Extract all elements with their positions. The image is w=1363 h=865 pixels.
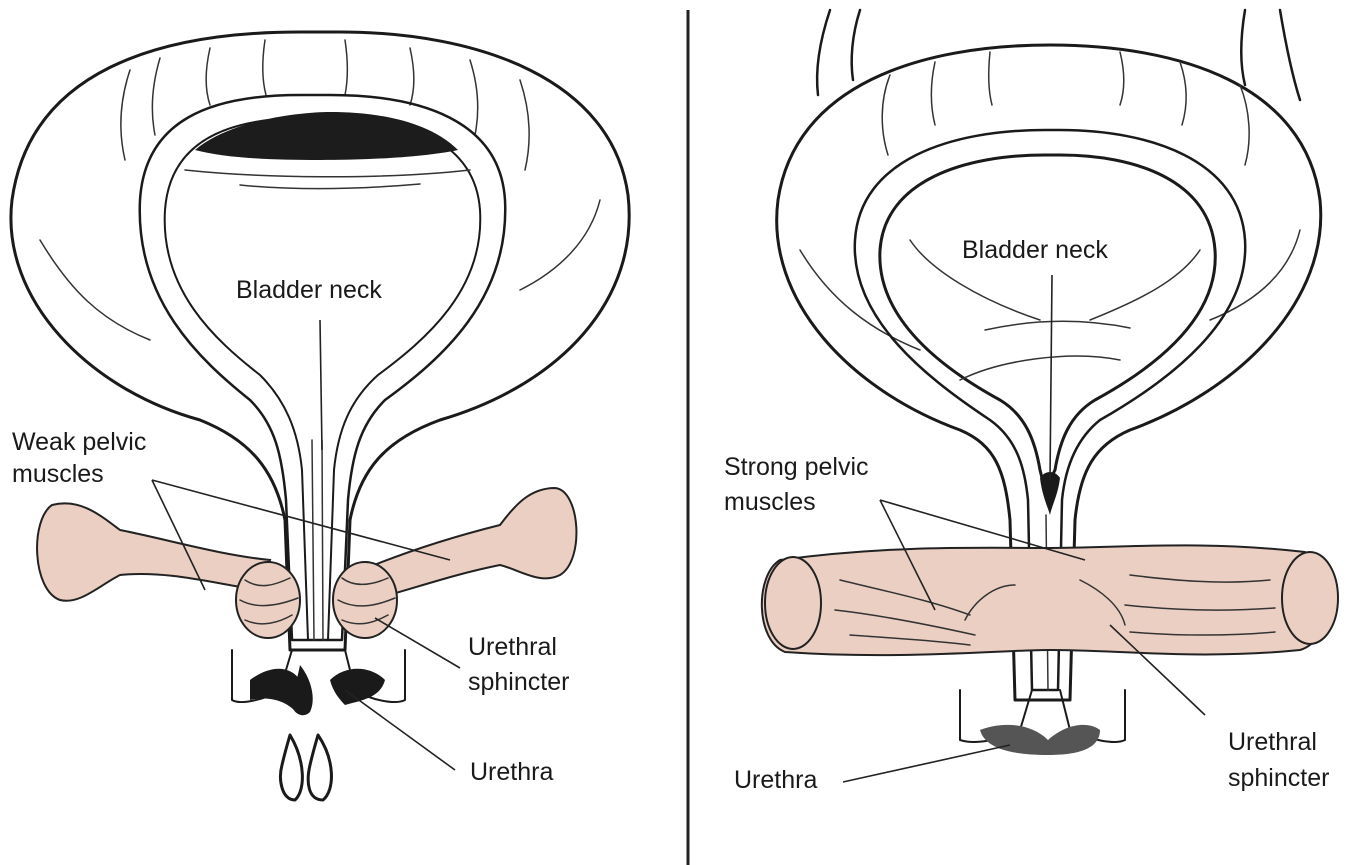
left-fold-6 — [410, 48, 414, 105]
left-bladder-neck-label: Bladder neck — [236, 276, 382, 304]
right-panel: Bladder neck Strong pelvic muscles Ureth… — [724, 10, 1338, 794]
left-urine-pool — [195, 112, 458, 160]
left-pelvic-label-line2: muscles — [12, 460, 104, 488]
left-sphincter-label-line2: sphincter — [468, 668, 569, 696]
left-fold-8 — [520, 80, 529, 170]
left-leak-drop-1 — [292, 665, 313, 715]
left-bladder-neck-leader — [320, 320, 322, 450]
right-fold-7 — [800, 250, 920, 350]
right-lumen-fold-3 — [960, 356, 1120, 380]
right-sphincter-label-line2: sphincter — [1228, 764, 1329, 792]
right-ureter-right-outer — [1280, 10, 1300, 100]
left-sphincter-leader — [375, 618, 460, 668]
left-fold-3 — [206, 48, 210, 105]
right-strong-pelvic-muscle — [762, 545, 1329, 655]
left-fold-10 — [520, 200, 600, 290]
left-urethra-line-1 — [312, 440, 314, 640]
left-fold-1 — [121, 70, 130, 160]
left-urine-surface — [185, 170, 470, 177]
left-urethra-label: Urethra — [470, 758, 553, 786]
right-fold-8 — [1210, 230, 1300, 320]
right-pelvic-label-line2: muscles — [724, 488, 816, 516]
left-fold-4 — [263, 40, 266, 95]
right-muscle-end-left — [765, 557, 821, 649]
left-sphincter-label-line1: Urethral — [468, 633, 557, 661]
left-weak-pelvic-muscle-left — [37, 503, 270, 600]
right-fold-2 — [931, 62, 935, 125]
right-sphincter-label-line1: Urethral — [1228, 728, 1317, 756]
right-fold-6 — [1240, 85, 1249, 165]
right-fold-5 — [1180, 62, 1186, 125]
right-bladder-neck-leader — [1050, 275, 1052, 480]
right-bladder-lumen — [880, 155, 1215, 490]
left-leak-drop-2 — [281, 735, 303, 800]
right-muscle-end-right — [1282, 552, 1338, 644]
right-fold-1 — [882, 75, 890, 155]
right-fold-3 — [989, 52, 992, 105]
right-outlet-closed — [980, 725, 1100, 755]
right-ureter-right-inner — [1241, 10, 1245, 85]
left-pelvic-label-line1: Weak pelvic — [12, 428, 146, 456]
left-fold-9 — [40, 240, 150, 340]
right-fold-4 — [1120, 52, 1124, 105]
right-pelvic-label-line1: Strong pelvic — [724, 453, 869, 481]
left-urethra-line-2 — [322, 440, 323, 640]
left-fold-7 — [470, 60, 478, 135]
left-sphincter-right — [333, 562, 397, 638]
left-panel: Bladder neck Weak pelvic muscles Urethra… — [11, 32, 629, 800]
right-urethra-leader — [843, 745, 1010, 782]
right-bladder-neck-label: Bladder neck — [962, 236, 1108, 264]
right-ureter-left-outer — [817, 10, 830, 95]
left-leak-drop-3 — [308, 735, 331, 800]
left-urine-ripple — [240, 184, 420, 189]
left-fold-5 — [345, 40, 347, 95]
right-ureter-left-inner — [852, 10, 860, 80]
left-fold-2 — [152, 58, 160, 135]
right-urethra-label: Urethra — [734, 766, 817, 794]
right-lumen-fold-4 — [985, 321, 1130, 330]
